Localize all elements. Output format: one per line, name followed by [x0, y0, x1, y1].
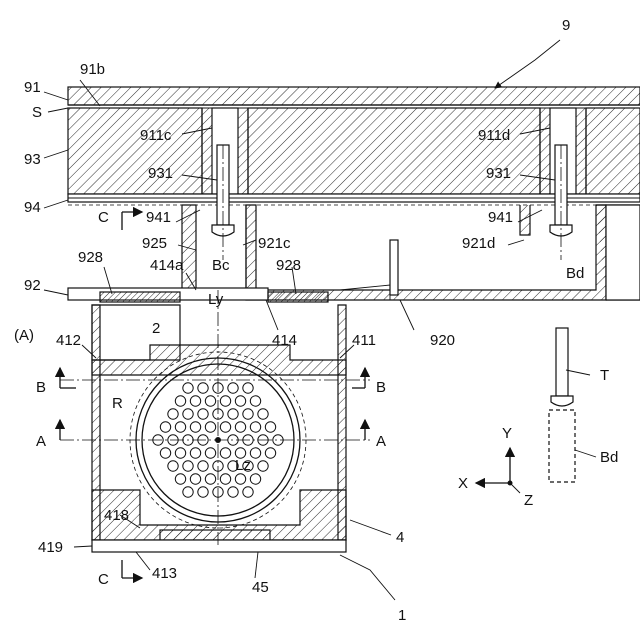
label-925: 925	[142, 235, 167, 252]
label-92: 92	[24, 277, 41, 294]
perforation-hole	[183, 487, 193, 497]
label-1: 1	[398, 607, 406, 624]
label-419: 419	[38, 539, 63, 556]
label-bc: Bc	[212, 257, 230, 274]
section-label-c-top: C	[98, 209, 109, 226]
label-928-left: 928	[78, 249, 103, 266]
perforation-hole	[205, 422, 215, 432]
perforation-hole	[175, 422, 185, 432]
section-label-a-left: A	[36, 433, 46, 450]
perforation-hole	[205, 448, 215, 458]
perforation-hole	[258, 461, 268, 471]
label-414a: 414a	[150, 257, 184, 274]
perforation-hole	[160, 422, 170, 432]
perforation-hole	[205, 396, 215, 406]
label-93: 93	[24, 151, 41, 168]
perforation-hole	[183, 409, 193, 419]
perforation-hole	[258, 409, 268, 419]
section-label-b-right: B	[376, 379, 386, 396]
label-2: 2	[152, 320, 160, 337]
perforation-hole	[190, 396, 200, 406]
perforation-hole	[228, 487, 238, 497]
perforation-hole	[220, 448, 230, 458]
top-plate-91	[68, 87, 640, 105]
label-931-left: 931	[148, 165, 173, 182]
perforation-hole	[220, 422, 230, 432]
axis-label-y: Y	[502, 425, 512, 442]
perforation-hole	[235, 396, 245, 406]
perforation-hole	[168, 461, 178, 471]
perforation-hole	[235, 422, 245, 432]
label-412: 412	[56, 332, 81, 349]
label-928-right: 928	[276, 257, 301, 274]
layer-94	[68, 194, 640, 205]
perforation-hole	[160, 448, 170, 458]
perforation-hole	[198, 487, 208, 497]
perforation-hole	[168, 409, 178, 419]
housing-4	[92, 305, 346, 552]
label-r: R	[112, 395, 123, 412]
perforation-hole	[183, 383, 193, 393]
perforation-hole	[250, 474, 260, 484]
perforation-hole	[175, 474, 185, 484]
label-941-left: 941	[146, 209, 171, 226]
label-a-paren: (A)	[14, 327, 34, 344]
perforation-hole	[243, 487, 253, 497]
perforation-hole	[250, 422, 260, 432]
label-45: 45	[252, 579, 269, 596]
label-bd-bottom: Bd	[600, 449, 618, 466]
label-9: 9	[562, 17, 570, 34]
perforation-hole	[190, 448, 200, 458]
perforation-hole	[175, 448, 185, 458]
label-t: T	[600, 367, 609, 384]
pin-bd-separate	[549, 328, 575, 482]
section-label-b-left: B	[36, 379, 46, 396]
label-911d: 911d	[478, 127, 510, 144]
perforation-hole	[250, 448, 260, 458]
label-91b: 91b	[80, 61, 105, 78]
perforation-hole	[198, 409, 208, 419]
perforation-hole	[183, 461, 193, 471]
perforation-hole	[243, 383, 253, 393]
label-s: S	[32, 104, 42, 121]
perforation-hole	[220, 396, 230, 406]
perforation-hole	[235, 474, 245, 484]
label-921d: 921d	[462, 235, 495, 252]
perforation-hole	[175, 396, 185, 406]
perforation-hole	[220, 474, 230, 484]
perforation-hole	[228, 383, 238, 393]
perforation-hole	[190, 474, 200, 484]
perforation-hole	[198, 461, 208, 471]
perforation-hole	[228, 409, 238, 419]
label-94: 94	[24, 199, 41, 216]
perforation-hole	[250, 396, 260, 406]
axis-label-x: X	[458, 475, 468, 492]
perforation-hole	[265, 422, 275, 432]
frame-920	[246, 205, 640, 300]
perforation-hole	[190, 422, 200, 432]
label-413: 413	[152, 565, 177, 582]
label-ly: Ly	[208, 291, 224, 308]
label-911c: 911c	[140, 127, 172, 144]
axis-label-z: Z	[524, 492, 533, 509]
perforation-hole	[205, 474, 215, 484]
label-931-right: 931	[486, 165, 511, 182]
label-920: 920	[430, 332, 455, 349]
label-411: 411	[352, 332, 376, 349]
perforation-hole	[198, 383, 208, 393]
perforation-hole	[265, 448, 275, 458]
perforation-hole	[243, 409, 253, 419]
label-941-right: 941	[488, 209, 513, 226]
label-418: 418	[104, 507, 129, 524]
section-label-c-bottom: C	[98, 571, 109, 588]
label-91: 91	[24, 79, 41, 96]
label-414: 414	[272, 332, 297, 349]
section-label-a-right: A	[376, 433, 386, 450]
label-bd-top: Bd	[566, 265, 584, 282]
label-lz: Lz	[235, 457, 251, 474]
label-4: 4	[396, 529, 404, 546]
coordinate-axes: Y X Z	[458, 425, 533, 509]
label-921c: 921c	[258, 235, 291, 252]
